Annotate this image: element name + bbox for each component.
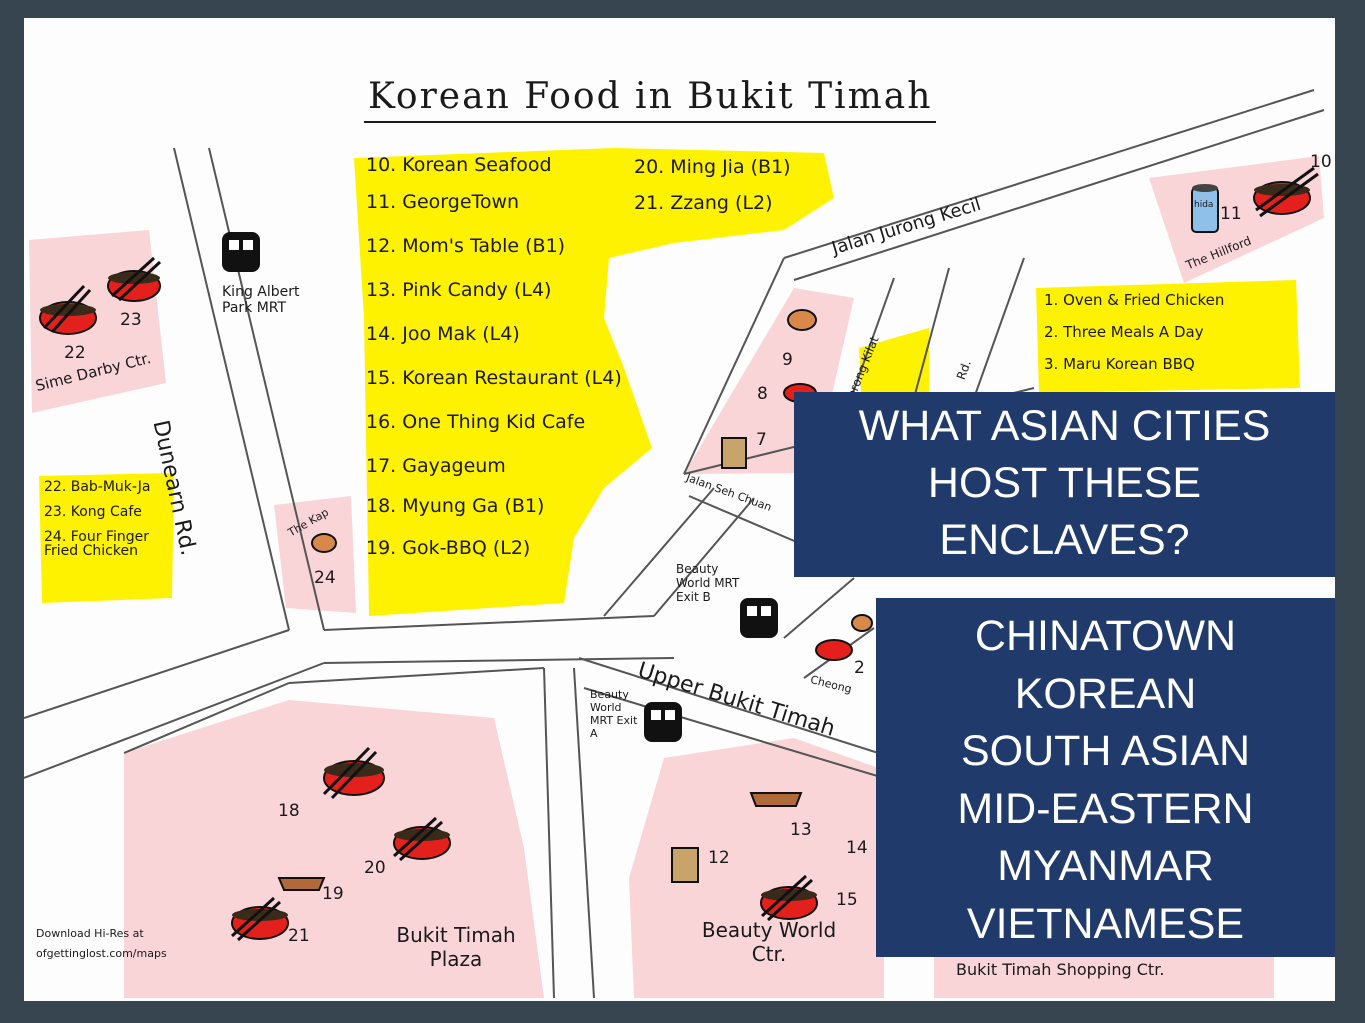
zone-the-kap [274, 496, 356, 613]
answer-item: SOUTH ASIAN [960, 727, 1251, 775]
marker-9: 9 [782, 350, 793, 370]
chicken-leg-icon [311, 309, 873, 632]
marker-13: 13 [790, 820, 812, 840]
marker-14: 14 [846, 838, 868, 858]
beauty-world-exit-a-label: Beauty World MRT Exit A [590, 688, 638, 740]
map-canvas: Korean Food in Bukit Timah 10. Korean Se… [24, 18, 1335, 1001]
bukit-timah-shopping-label: Bukit Timah Shopping Ctr. [956, 960, 1165, 979]
list-item: 23. Kong Cafe [44, 504, 142, 520]
zone-beauty-world [629, 738, 884, 998]
marker-15: 15 [836, 890, 858, 910]
list-item: 22. Bab-Muk-Ja [44, 479, 151, 495]
map-title: Korean Food in Bukit Timah [364, 76, 937, 123]
answer-item: KOREAN [1014, 669, 1197, 718]
roads [24, 89, 1325, 999]
marker-23: 23 [120, 310, 142, 330]
marker-18: 18 [278, 801, 300, 821]
list-item: 1. Oven & Fried Chicken [1044, 291, 1225, 309]
question-line: ENCLAVES? [939, 516, 1190, 564]
answer-item: CHINATOWN [974, 612, 1237, 660]
list-item: 24. Four Finger Fried Chicken [44, 529, 149, 559]
list-item: 13. Pink Candy (L4) [366, 279, 552, 301]
marker-12: 12 [708, 848, 730, 868]
bukit-timah-plaza-label: Bukit Timah Plaza [396, 923, 516, 971]
can-label: hida [1194, 200, 1214, 210]
answer-item: VIETNAMESE [966, 899, 1245, 948]
list-item: 12. Mom's Table (B1) [366, 235, 566, 257]
restaurant-list-upper: 20. Ming Jia (B1) 21. Zzang (L2) [634, 158, 791, 213]
list-item: 16. One Thing Kid Cafe [366, 411, 586, 433]
list-item: 15. Korean Restaurant (L4) [366, 367, 622, 389]
marker-20: 20 [364, 858, 386, 878]
shopping-bag-icon [671, 437, 747, 883]
question-line: WHAT ASIAN CITIES [858, 402, 1271, 450]
train-window-icon [229, 240, 771, 720]
marker-2: 2 [854, 658, 865, 678]
zone-bukit-timah-plaza [124, 700, 544, 998]
list-item: 2. Three Meals A Day [1044, 323, 1204, 341]
beauty-world-exit-b-label: Beauty World MRT Exit B [676, 562, 740, 604]
list-item: 21. Zzang (L2) [634, 192, 773, 214]
restaurant-list-right: 1. Oven & Fried Chicken 2. Three Meals A… [1044, 293, 1224, 372]
list-item: 20. Ming Jia (B1) [634, 156, 791, 178]
list-item: 3. Maru Korean BBQ [1044, 355, 1195, 373]
question-line: HOST THESE [927, 459, 1202, 507]
answer-item: MID-EASTERN [957, 784, 1254, 833]
question-box: WHAT ASIAN CITIES HOST THESE ENCLAVES? [794, 392, 1335, 577]
chopsticks-icon [42, 166, 1319, 942]
beauty-world-ctr-label: Beauty World Ctr. [701, 918, 837, 966]
list-blob-left [39, 473, 174, 603]
list-item: 10. Korean Seafood [366, 154, 552, 176]
list-blob-mid [859, 328, 929, 413]
grill-icon [277, 792, 803, 891]
marker-10: 10 [1310, 152, 1332, 172]
king-albert-label: King Albert Park MRT [222, 284, 300, 316]
marker-11: 11 [1220, 204, 1242, 224]
marker-7: 7 [756, 430, 767, 450]
list-item: 17. Gayageum [366, 455, 506, 477]
marker-21: 21 [288, 926, 310, 946]
answer-box: CHINATOWN KOREAN SOUTH ASIAN MID-EASTERN… [876, 598, 1335, 957]
download-credit: Download Hi-Res at ofgettinglost.com/map… [36, 927, 167, 960]
can-icon [1191, 184, 1219, 233]
marker-19: 19 [322, 884, 344, 904]
marker-8: 8 [757, 384, 768, 404]
marker-24: 24 [314, 568, 336, 588]
restaurant-list-main: 10. Korean Seafood 11. GeorgeTown 12. Mo… [366, 156, 622, 575]
list-item: 18. Myung Ga (B1) [366, 495, 545, 517]
restaurant-list-left: 22. Bab-Muk-Ja 23. Kong Cafe 24. Four Fi… [44, 480, 162, 558]
list-blob-right [1036, 280, 1300, 393]
list-blob-main [354, 148, 834, 616]
list-item: 14. Joo Mak (L4) [366, 323, 520, 345]
list-item: 11. GeorgeTown [366, 191, 520, 213]
answer-item: MYANMAR [997, 842, 1214, 890]
list-item: 19. Gok-BBQ (L2) [366, 537, 531, 559]
street-map [24, 89, 1325, 999]
marker-22: 22 [64, 343, 86, 363]
